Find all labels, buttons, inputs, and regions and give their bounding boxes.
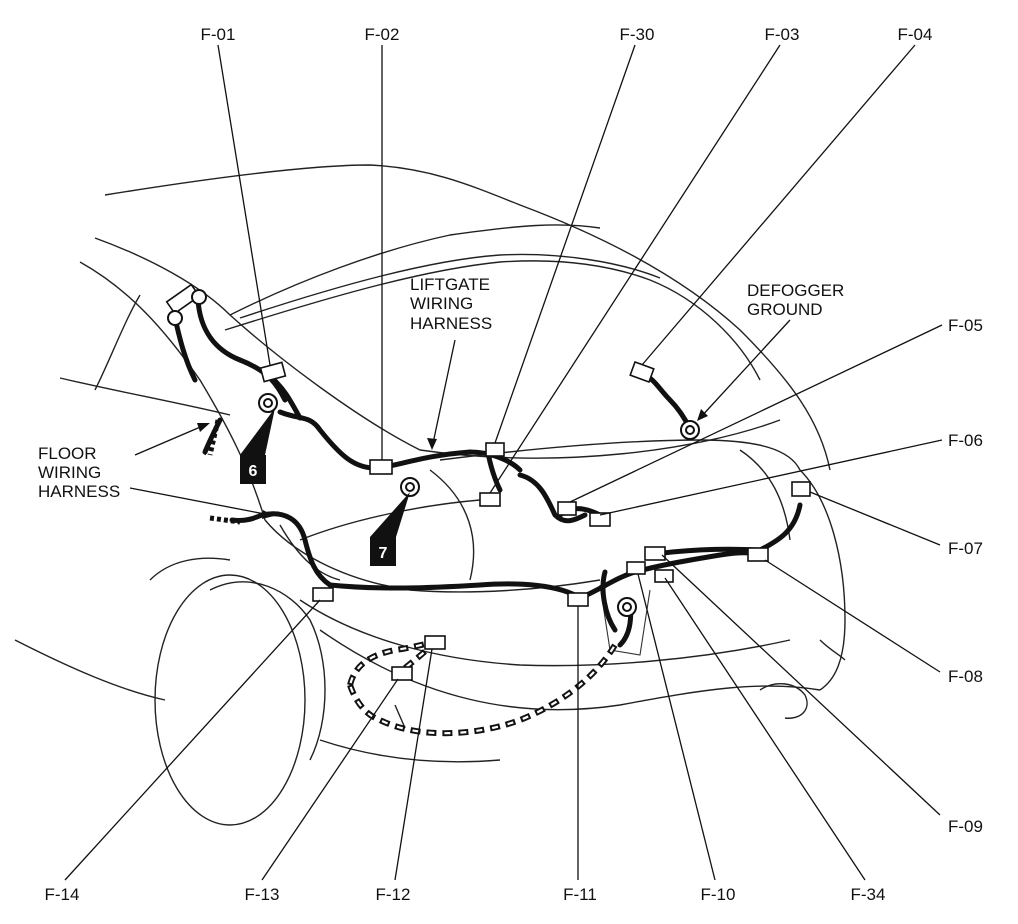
connector-f09: [644, 546, 666, 561]
callout-7-number: 7: [379, 545, 388, 562]
callout-6: 6: [240, 408, 275, 484]
callout-7: 7: [370, 492, 410, 566]
floor-label-line2: WIRING: [38, 463, 101, 482]
label-f13: F-13: [245, 885, 280, 904]
label-f04: F-04: [898, 25, 933, 44]
label-f01: F-01: [201, 25, 236, 44]
defogger-label-line2: GROUND: [747, 300, 823, 319]
connector-f02: [369, 459, 393, 475]
harness-name-labels: LIFTGATE WIRING HARNESS DEFOGGER GROUND …: [38, 275, 844, 501]
connector-f07: [791, 481, 811, 497]
leader-lines: [64, 44, 943, 881]
connector-f34: [654, 569, 674, 583]
connector-f05: [557, 501, 577, 516]
connector-f06: [589, 512, 611, 527]
connector-f03: [479, 492, 501, 507]
label-f30: F-30: [620, 25, 655, 44]
connector-f30: [485, 442, 505, 457]
vehicle-body: [14, 164, 846, 826]
connector-f13: [391, 666, 413, 681]
connector-f10: [626, 561, 646, 575]
label-f09: F-09: [948, 817, 983, 836]
connector-f14: [312, 587, 334, 602]
liftgate-label-line3: HARNESS: [410, 314, 492, 333]
label-f12: F-12: [376, 885, 411, 904]
liftgate-label-line2: WIRING: [410, 294, 473, 313]
harness-stubs: [207, 419, 241, 525]
label-f03: F-03: [765, 25, 800, 44]
connector-blocks: [165, 283, 811, 681]
callout-6-number: 6: [249, 463, 258, 480]
label-f08: F-08: [948, 667, 983, 686]
connector-f12: [424, 635, 446, 650]
label-f14: F-14: [45, 885, 80, 904]
liftgate-label-line1: LIFTGATE: [410, 275, 490, 294]
connector-f11: [567, 592, 589, 607]
connector-f08: [747, 547, 769, 562]
floor-label-line3: HARNESS: [38, 482, 120, 501]
label-f10: F-10: [701, 885, 736, 904]
label-f11: F-11: [563, 885, 597, 904]
label-f07: F-07: [948, 539, 983, 558]
label-f05: F-05: [948, 316, 983, 335]
label-f02: F-02: [365, 25, 400, 44]
label-f06: F-06: [948, 431, 983, 450]
defogger-label-line1: DEFOGGER: [747, 281, 844, 300]
connector-labels: F-01 F-02 F-30 F-03 F-04 F-05 F-06 F-07 …: [45, 25, 983, 904]
connector-f04: [629, 360, 655, 384]
connector-f01: [259, 361, 287, 383]
floor-label-line1: FLOOR: [38, 444, 97, 463]
label-f34: F-34: [851, 885, 886, 904]
